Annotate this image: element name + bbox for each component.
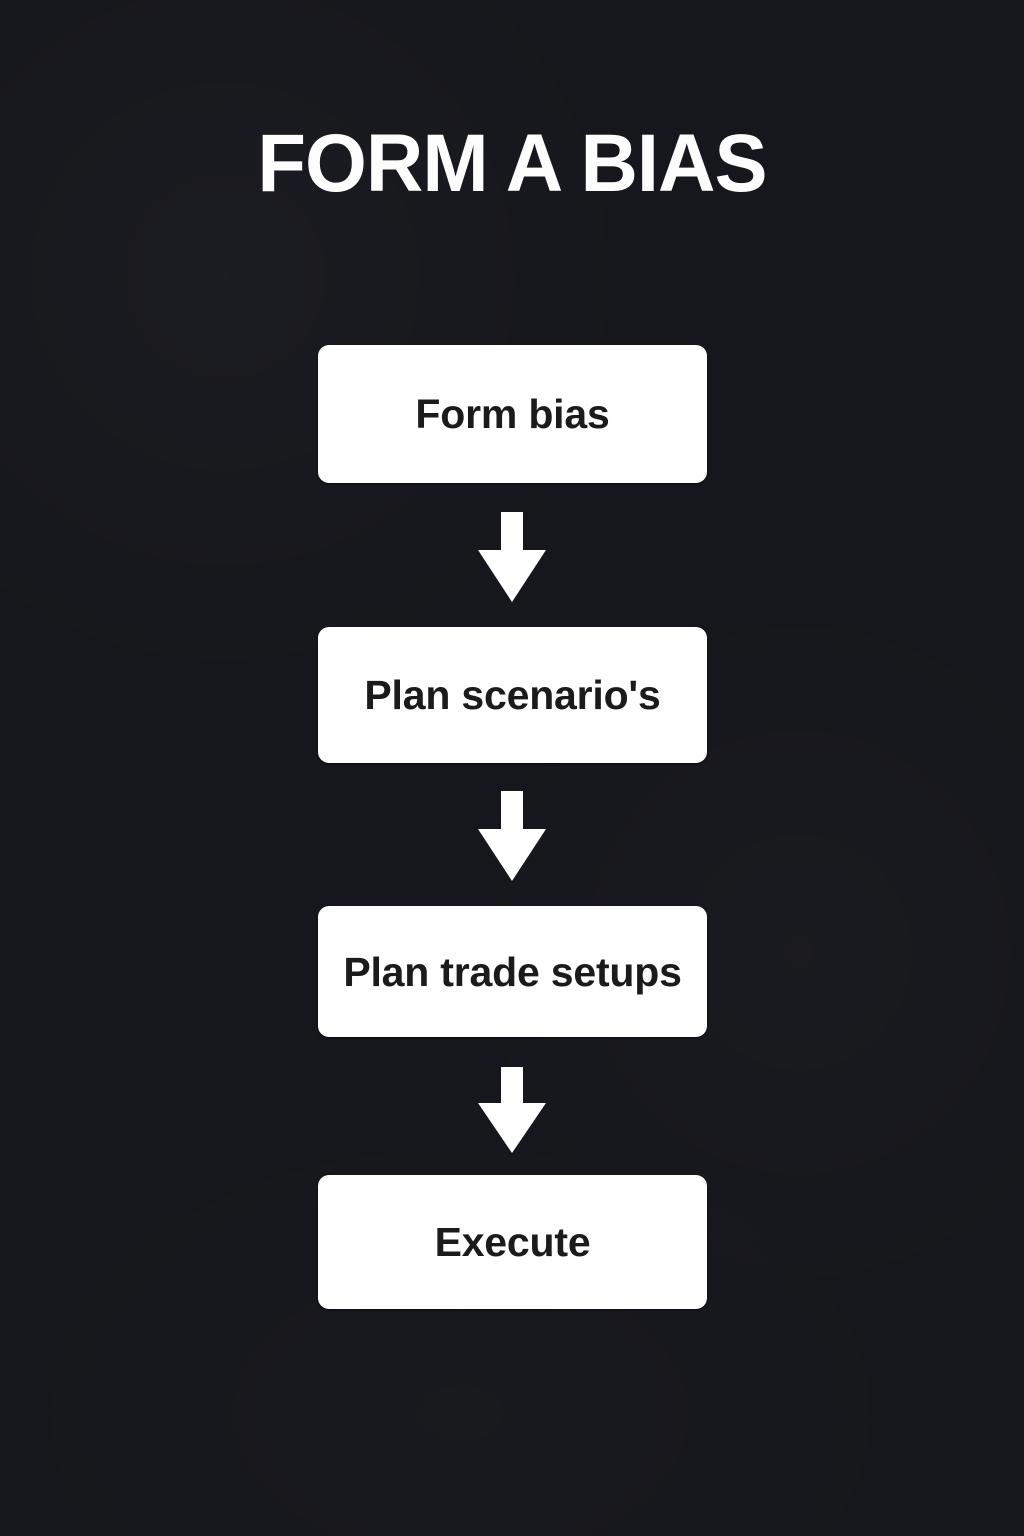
- arrow-down-icon: [478, 791, 546, 881]
- arrow-down-icon: [478, 512, 546, 602]
- flow-node-plan-scenarios[interactable]: Plan scenario's: [318, 627, 707, 763]
- flow-node-label: Execute: [434, 1219, 591, 1265]
- flow-node-form-bias[interactable]: Form bias: [318, 345, 707, 483]
- flow-node-execute[interactable]: Execute: [318, 1175, 707, 1309]
- arrow-down-icon: [478, 1067, 546, 1153]
- flow-node-label: Plan trade setups: [343, 948, 682, 995]
- flow-node-label: Plan scenario's: [364, 672, 661, 718]
- page-title: FORM A BIAS: [257, 118, 767, 209]
- flow-node-label: Form bias: [415, 391, 610, 437]
- flow-node-plan-trade-setups[interactable]: Plan trade setups: [318, 906, 707, 1037]
